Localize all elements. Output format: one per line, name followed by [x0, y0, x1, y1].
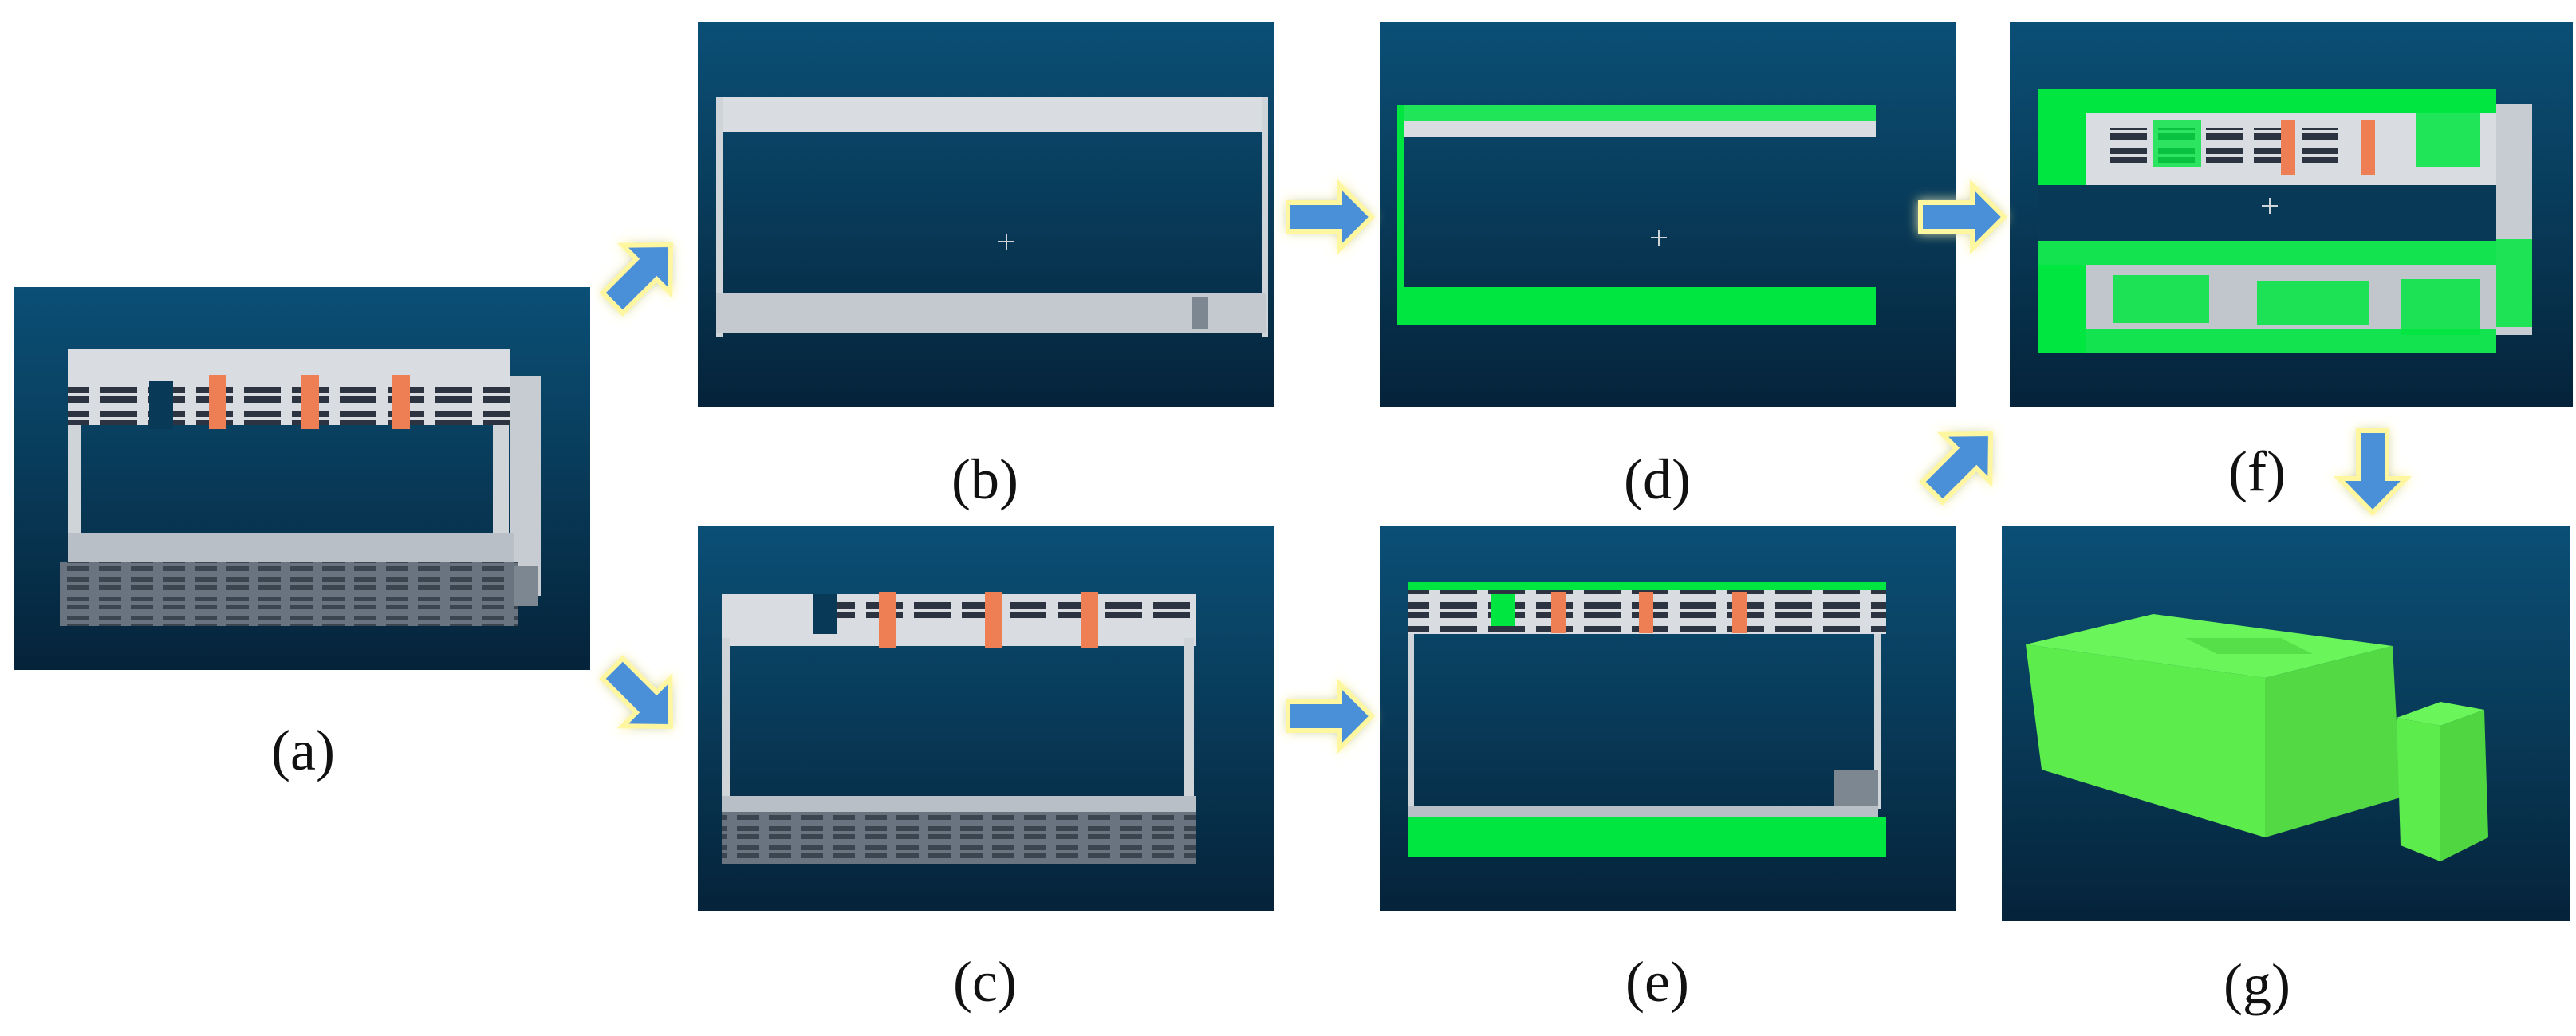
panel-e: (e): [1380, 526, 1956, 1014]
panel-e-planes: [1408, 582, 1886, 857]
panel-e-label: (e): [1625, 950, 1689, 1014]
panel-c-label: (c): [953, 950, 1017, 1014]
panel-b-point-cloud: [716, 97, 1268, 337]
panel-a-label: (a): [271, 719, 335, 782]
panel-f: (f): [2010, 22, 2573, 503]
arrow-right-icon: [1286, 179, 1376, 255]
panel-g-label: (g): [2223, 952, 2290, 1016]
panel-c-point-cloud: [722, 592, 1196, 864]
panel-d-planes: [1397, 105, 1876, 325]
panel-b-label: (b): [951, 447, 1018, 511]
arrow-down-right-icon: [599, 655, 674, 730]
panel-d: (d): [1380, 22, 1956, 511]
panel-a: (a): [14, 287, 590, 782]
panel-f-planes: [2038, 89, 2532, 353]
panel-d-label: (d): [1624, 447, 1691, 511]
arrow-up-right-icon: [599, 242, 674, 317]
panel-g-3d-model: [2026, 614, 2488, 861]
panel-d-background: [1380, 22, 1956, 407]
panel-a-point-cloud: [60, 349, 541, 626]
arrow-down-icon: [2333, 428, 2413, 517]
panel-g: (g): [2002, 526, 2570, 1016]
panel-f-label: (f): [2228, 439, 2286, 503]
panel-c: (c): [698, 526, 1274, 1014]
arrow-right-icon: [1918, 179, 2008, 255]
arrow-right-icon: [1286, 678, 1376, 754]
arrow-up-right-icon: [1919, 431, 1994, 506]
panel-b-background: [698, 22, 1274, 407]
panel-b: (b): [698, 22, 1274, 511]
arrows: [599, 179, 2413, 754]
